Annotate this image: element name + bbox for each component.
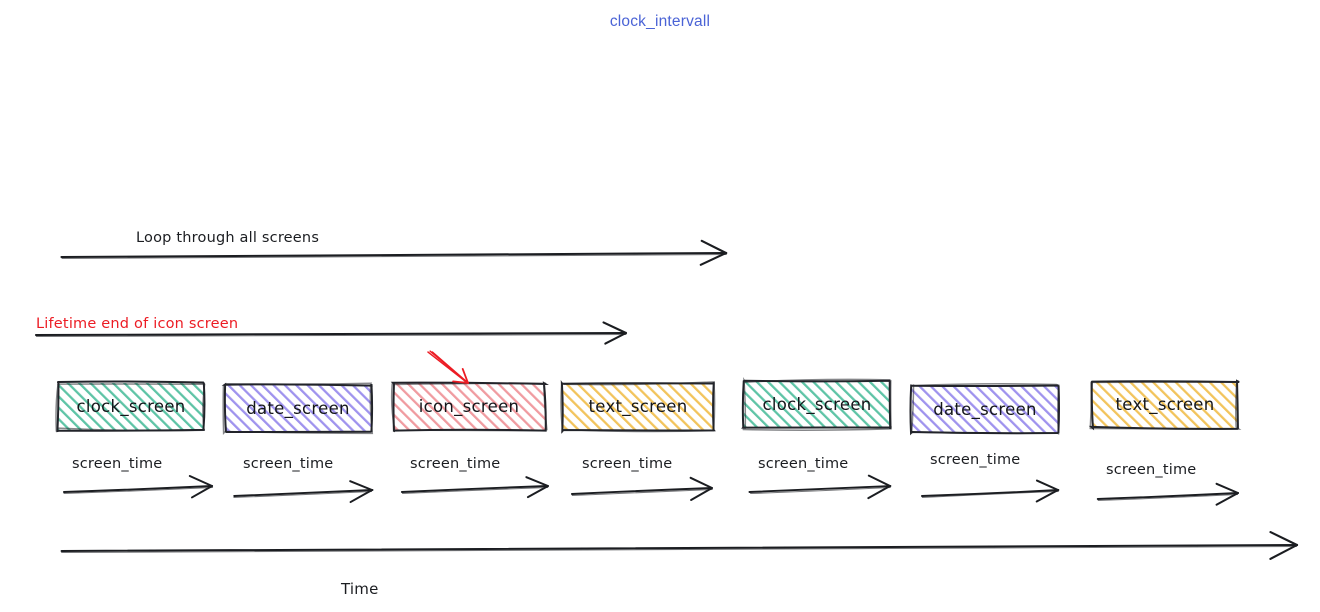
screen-box-outline — [55, 383, 206, 432]
screen-box-label: date_screen — [246, 399, 350, 418]
screen-box-fill — [744, 381, 890, 428]
screen-box-fill — [1092, 381, 1238, 428]
time-axis-label: Time — [341, 580, 379, 598]
screen-box-fill — [225, 385, 371, 432]
screen-box-text_screen-4[interactable]: text_screen — [563, 383, 713, 430]
screen-time-arrow-2 — [233, 480, 374, 504]
screen-time-label-6: screen_time — [930, 452, 1021, 468]
screen-time-arrow-6 — [921, 479, 1060, 503]
time-axis-arrow — [60, 531, 1299, 560]
screen-time-label-4: screen_time — [582, 456, 673, 472]
icon-screen-pointer-arrowhead — [452, 380, 469, 384]
screen-box-fill — [912, 386, 1058, 433]
icon-screen-pointer-arrow — [431, 351, 469, 384]
screen-box-label: text_screen — [588, 397, 688, 416]
screen-time-label-2: screen_time — [243, 456, 334, 472]
screen-time-label-1: screen_time — [72, 456, 163, 472]
screen-time-label-5: screen_time — [758, 456, 849, 472]
screen-box-outline — [910, 383, 1060, 435]
screen-box-icon_screen-3[interactable]: icon_screen — [393, 383, 545, 430]
loop-arrow-label: Loop through all screens — [136, 230, 320, 246]
screen-box-label: clock_screen — [762, 395, 872, 414]
screen-box-clock_screen-1[interactable]: clock_screen — [58, 383, 204, 430]
screen-box-outline — [1089, 380, 1242, 430]
screen-time-arrow-3 — [400, 476, 549, 499]
screen-box-outline — [560, 381, 716, 434]
screen-box-date_screen-2[interactable]: date_screen — [225, 385, 371, 432]
lifetime-arrow-label: Lifetime end of icon screen — [36, 316, 239, 332]
screen-box-label: date_screen — [933, 400, 1037, 419]
screen-time-arrow-4 — [570, 476, 713, 502]
screen-time-arrow-1 — [62, 475, 214, 499]
arrow-group — [34, 239, 1299, 560]
icon-screen-pointer-arrowhead — [461, 368, 469, 384]
screen-box-date_screen-6[interactable]: date_screen — [912, 386, 1058, 433]
screen-time-arrow-7 — [1096, 482, 1239, 506]
screen-box-outline — [56, 380, 206, 433]
screen-box-outline — [742, 376, 892, 431]
lifetime-end-arrow — [34, 321, 628, 345]
screen-time-label-3: screen_time — [410, 456, 501, 472]
screen-box-label: clock_screen — [76, 397, 186, 416]
screen-box-clock_screen-5[interactable]: clock_screen — [744, 381, 890, 428]
screen-box-label: text_screen — [1115, 395, 1215, 414]
screen-box-outline — [390, 382, 548, 432]
screen-box-fill — [58, 383, 204, 430]
screen-box-outline — [222, 382, 374, 436]
screen-box-label: icon_screen — [418, 397, 520, 416]
page-title: clock_intervall — [609, 13, 711, 30]
screen-box-text_screen-7[interactable]: text_screen — [1092, 381, 1238, 428]
screen-box-fill — [393, 383, 545, 430]
loop-through-all-screens-arrow — [60, 239, 728, 266]
screen-time-label-7: screen_time — [1106, 462, 1197, 478]
screen-box-group — [55, 376, 1242, 436]
screen-box-fill — [563, 383, 713, 430]
screen-time-arrow-5 — [748, 474, 892, 500]
